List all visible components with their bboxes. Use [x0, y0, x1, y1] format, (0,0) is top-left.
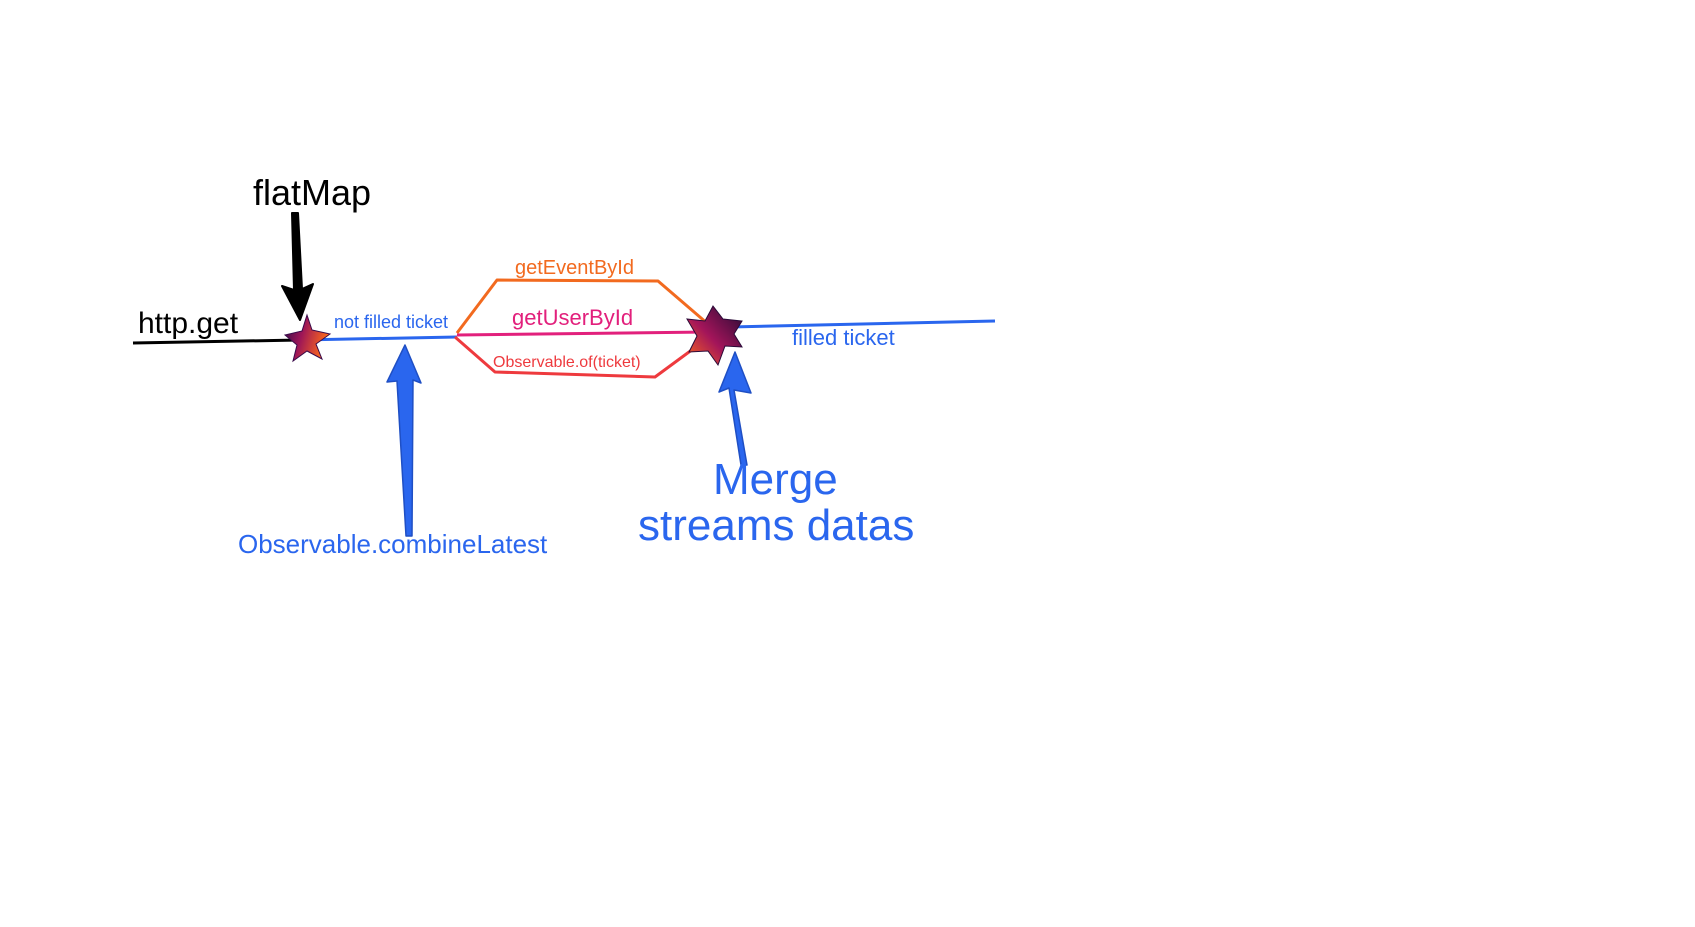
flatmap-arrow-icon — [281, 212, 314, 321]
combine-latest-arrow-icon — [386, 344, 422, 537]
get-event-by-id-branch — [455, 278, 709, 334]
filled-ticket-label: filled ticket — [792, 325, 895, 350]
merge-arrow-icon — [718, 351, 752, 466]
get-user-by-id-branch — [456, 330, 709, 337]
not-filled-ticket-label: not filled ticket — [334, 312, 448, 332]
flatmap-label: flatMap — [253, 172, 371, 213]
merge-label-line1: Merge — [713, 455, 838, 504]
get-user-by-id-label: getUserById — [512, 305, 633, 330]
http-get-label: http.get — [138, 307, 239, 340]
merge-label-line2: streams datas — [638, 501, 914, 550]
flatmap-star-icon — [283, 313, 332, 363]
not-filled-ticket-stream-line — [299, 335, 458, 342]
http-get-stream-line — [132, 338, 301, 345]
observable-of-ticket-label: Observable.of(ticket) — [493, 354, 641, 371]
observable-of-ticket-branch — [454, 335, 709, 379]
get-event-by-id-label: getEventById — [515, 257, 634, 279]
combine-latest-label: Observable.combineLatest — [238, 529, 548, 559]
filled-ticket-stream-line — [729, 319, 996, 329]
merge-star-icon — [686, 305, 743, 367]
